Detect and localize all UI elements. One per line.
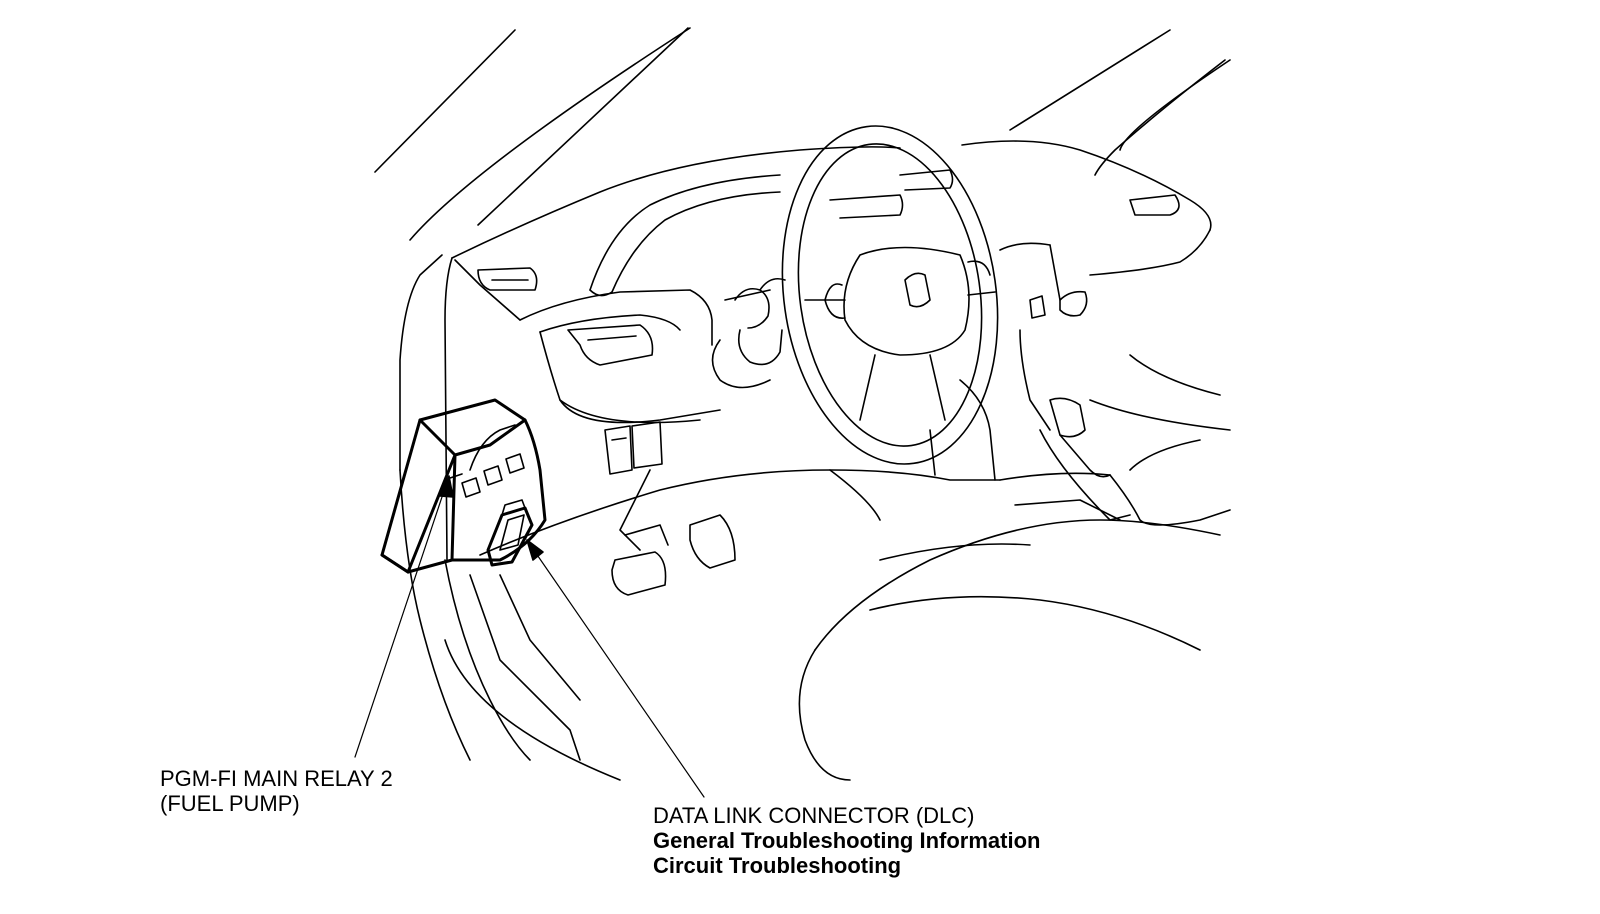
lower-dash [479, 379, 1001, 556]
data-link-connector [486, 499, 534, 567]
center-dash [829, 169, 1180, 301]
fuse-relay-box [380, 398, 547, 574]
general-troubleshooting-link[interactable]: General Troubleshooting Information [653, 828, 1041, 853]
dlc-name: DATA LINK CONNECTOR (DLC) [653, 803, 975, 828]
seat [798, 519, 1221, 781]
dashboard-top [444, 140, 1212, 561]
leader-lines [354, 475, 705, 798]
steering-column [711, 277, 786, 389]
left-vent [477, 267, 538, 291]
dlc-callout: DATA LINK CONNECTOR (DLC) General Troubl… [653, 803, 1040, 878]
steering-wheel [781, 125, 999, 465]
door-sill [399, 469, 621, 781]
circuit-troubleshooting-link[interactable]: Circuit Troubleshooting [653, 853, 902, 878]
relay-callout: PGM-FI MAIN RELAY 2 (FUEL PUMP) [160, 766, 393, 816]
right-vent [1029, 290, 1088, 319]
center-console [999, 329, 1231, 526]
relay-sockets [449, 453, 525, 498]
left-panel [519, 289, 721, 475]
relay-name: PGM-FI MAIN RELAY 2 [160, 766, 393, 791]
relay-subname: (FUEL PUMP) [160, 791, 300, 816]
a-pillar [374, 27, 691, 471]
windshield-right [1009, 29, 1231, 176]
instrument-hood [589, 174, 781, 301]
pedals [611, 514, 736, 596]
